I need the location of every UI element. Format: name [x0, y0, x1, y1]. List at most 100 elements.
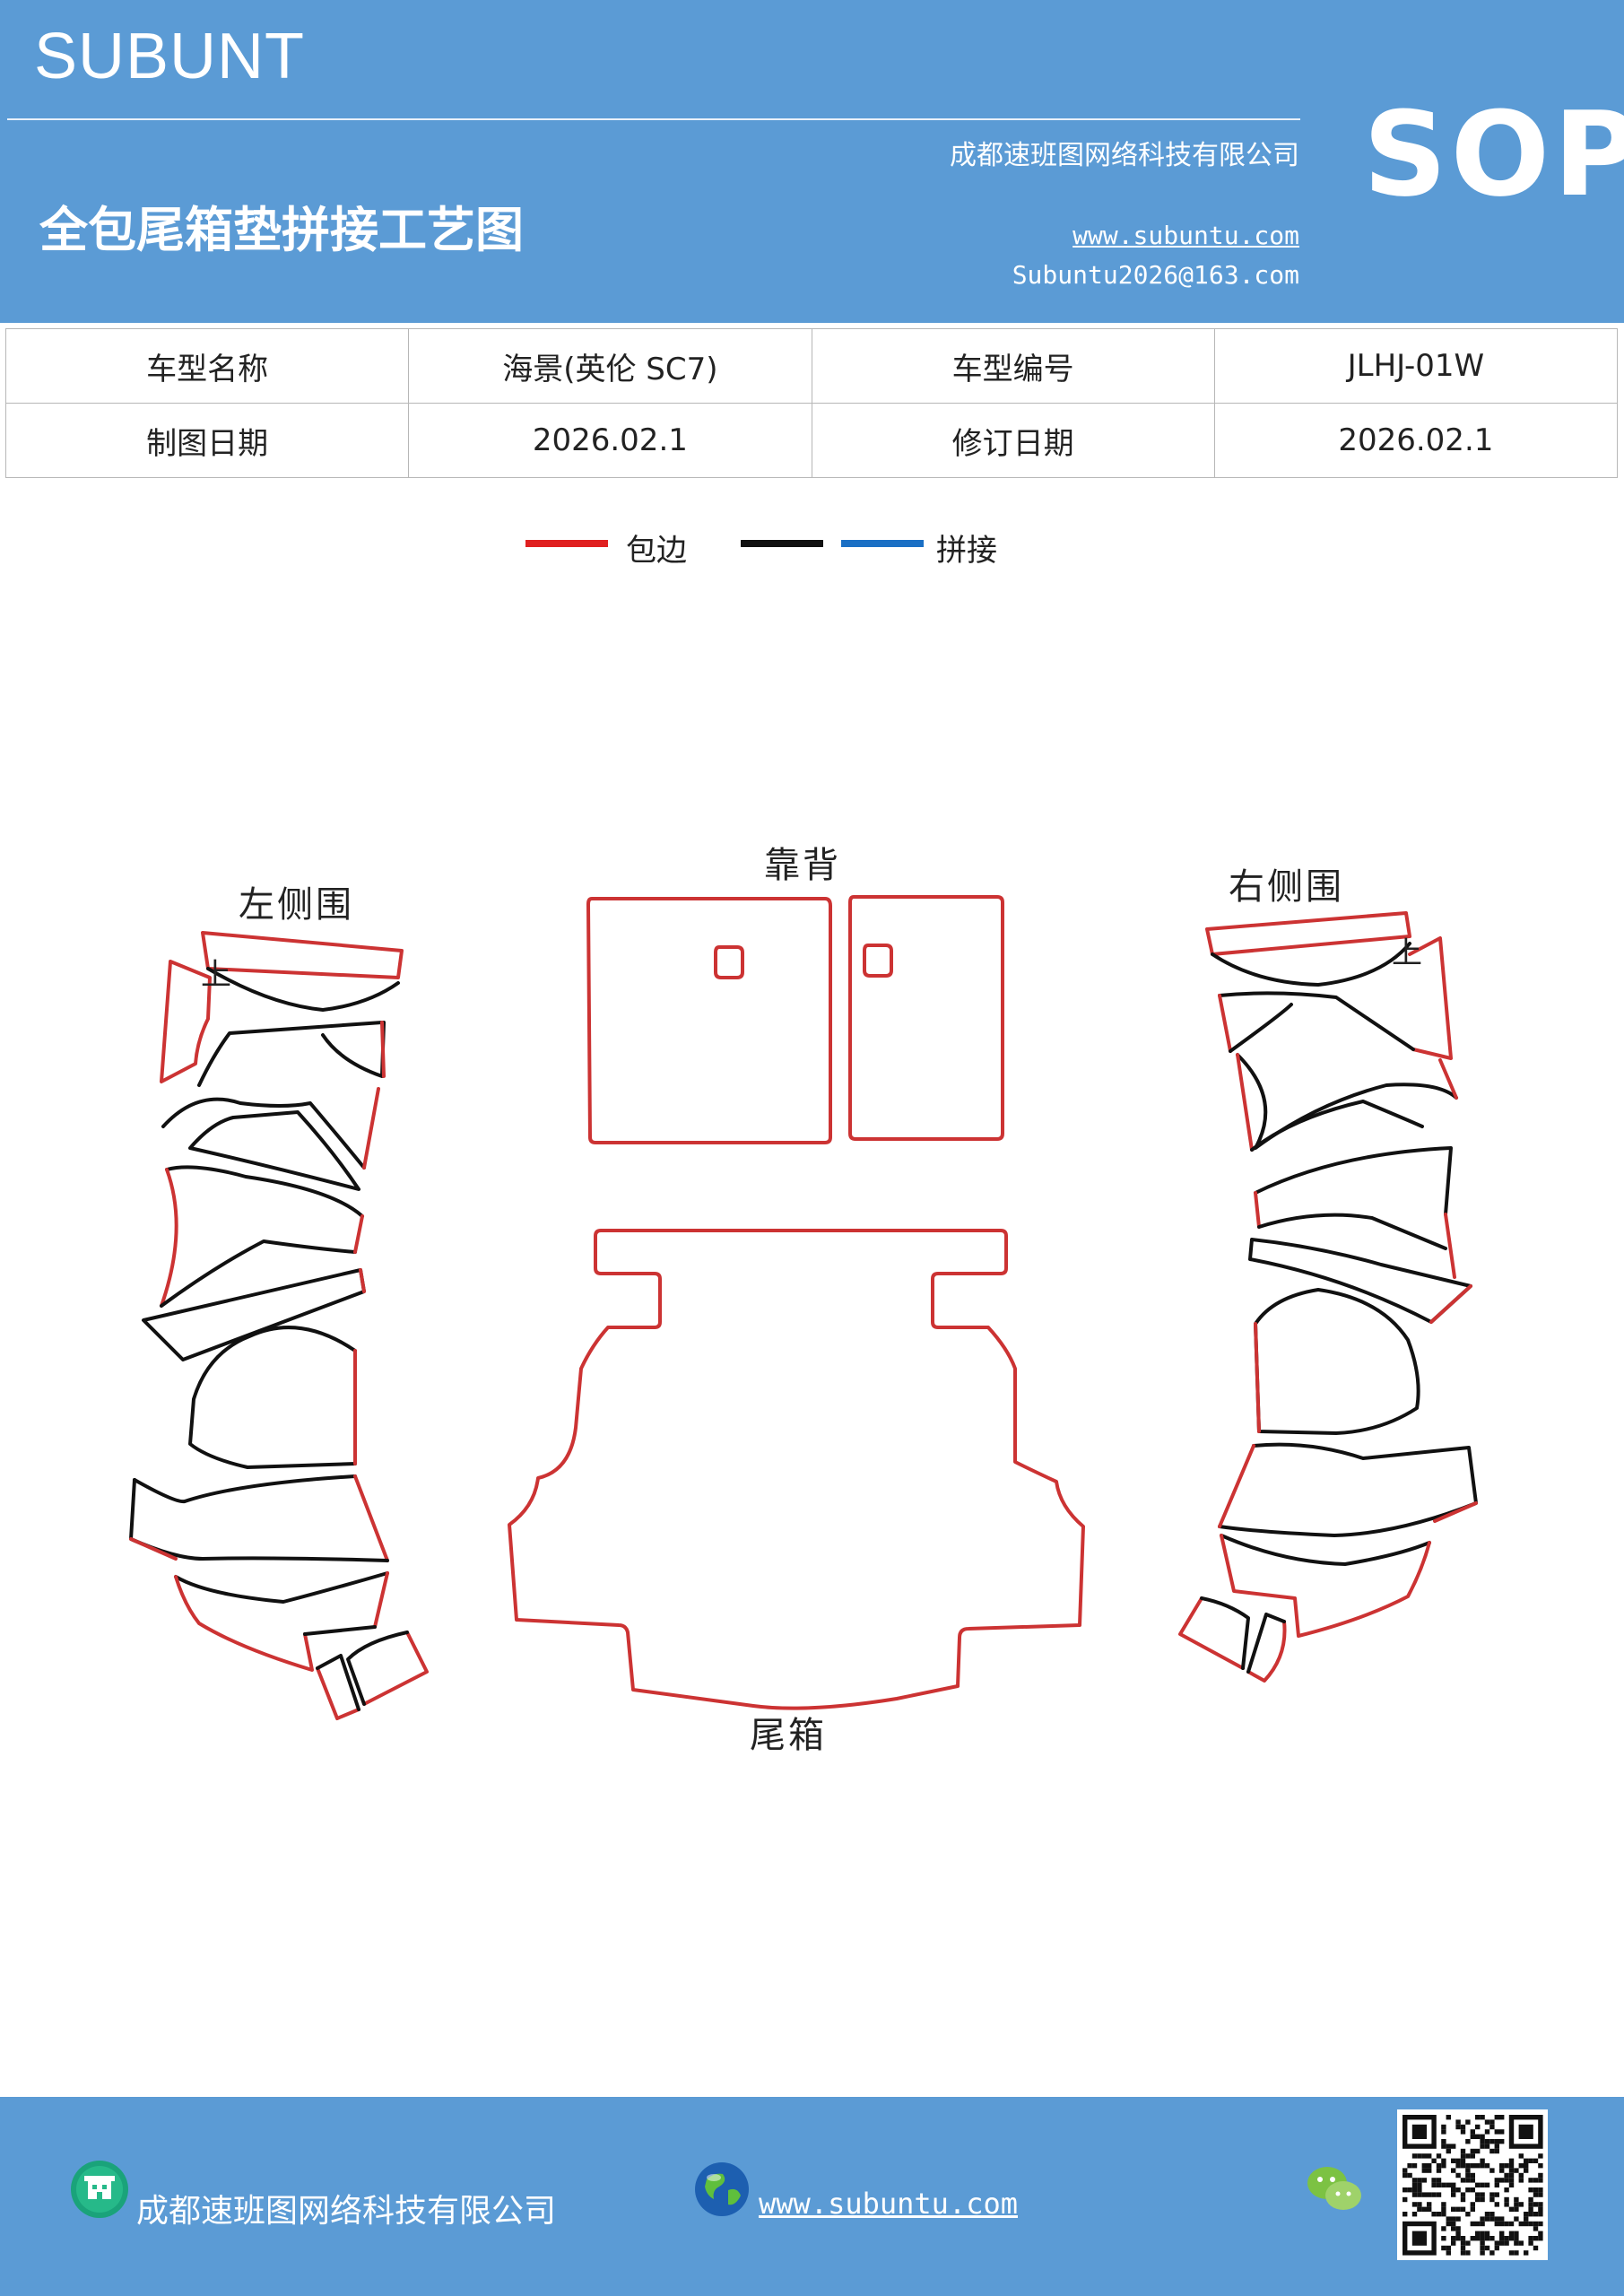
right-up-mark: 上 — [1392, 935, 1425, 971]
model-code-label: 车型编号 — [811, 328, 1215, 404]
legend-swatch-seam — [841, 540, 924, 547]
label-left-side: 左侧围 — [239, 884, 354, 926]
left-piece — [353, 1474, 389, 1562]
company-name: 成都速班图网络科技有限公司 — [950, 140, 1299, 171]
table-row: 制图日期 2026.02.1 修订日期 2026.02.1 — [4, 403, 1619, 478]
left-piece — [160, 1239, 357, 1308]
left-piece — [206, 967, 400, 1012]
left-piece — [160, 1168, 178, 1308]
backrest-left-panel — [586, 897, 832, 1144]
left-piece — [380, 1021, 386, 1078]
model-name-label: 车型名称 — [4, 328, 410, 404]
left-piece — [129, 1478, 389, 1562]
right-piece — [1236, 1053, 1254, 1152]
draw-date-value: 2026.02.1 — [408, 403, 812, 478]
right-piece — [1246, 1613, 1286, 1674]
right-piece — [1248, 1238, 1472, 1324]
left-piece — [353, 1214, 364, 1254]
right-piece — [1254, 1288, 1420, 1435]
legend-label-seam: 拼接 — [936, 533, 997, 569]
left-piece — [174, 1571, 389, 1604]
draw-date-label: 制图日期 — [4, 403, 410, 478]
right-piece — [1408, 936, 1453, 1060]
right-piece — [1444, 1213, 1456, 1279]
right-piece — [1246, 1620, 1287, 1683]
backrest-left-hole — [714, 945, 744, 979]
left-piece — [188, 1326, 357, 1469]
right-piece — [1200, 1596, 1250, 1670]
qr-code-image — [1403, 2115, 1543, 2256]
sop-badge: SOP — [1363, 86, 1624, 222]
left-piece — [362, 1631, 429, 1706]
right-piece — [1429, 1284, 1472, 1324]
left-piece — [316, 1654, 360, 1711]
qr-code — [1397, 2109, 1548, 2260]
left-piece — [142, 1268, 366, 1361]
right-piece — [1178, 1596, 1245, 1670]
model-code-value: JLHJ-01W — [1213, 328, 1619, 404]
header-divider — [7, 118, 1300, 120]
pattern-drawing: 上 上 左侧围 靠背 右侧围 尾箱 — [129, 845, 1478, 1756]
website-link[interactable]: www.subuntu.com — [1073, 221, 1299, 250]
right-piece — [1254, 1146, 1453, 1216]
right-piece — [1218, 1444, 1255, 1528]
right-side-pieces — [1178, 911, 1478, 1683]
legend-label-edge: 包边 — [626, 533, 687, 569]
left-piece — [303, 1625, 377, 1636]
brand-name: SUBUNT — [34, 21, 306, 92]
left-piece — [316, 1666, 360, 1720]
legend-swatch-black — [741, 540, 823, 547]
left-piece — [165, 1165, 364, 1218]
legend-swatch-edge — [525, 540, 608, 547]
right-piece — [1433, 1501, 1478, 1523]
header-banner: SUBUNT 成都速班图网络科技有限公司 全包尾箱垫拼接工艺图 www.subu… — [0, 0, 1624, 323]
label-right-side: 右侧围 — [1229, 866, 1344, 908]
revise-date-label: 修订日期 — [811, 403, 1215, 478]
left-piece — [188, 1110, 360, 1191]
trunk-floor-piece — [508, 1229, 1085, 1710]
model-name-value: 海景(英伦 SC7) — [408, 328, 812, 404]
right-piece — [1257, 1213, 1447, 1250]
right-piece — [1205, 911, 1411, 956]
right-piece — [1218, 994, 1232, 1053]
left-piece — [129, 1537, 178, 1561]
right-piece — [1438, 1058, 1458, 1100]
left-piece — [362, 1087, 380, 1170]
right-piece — [1236, 1053, 1458, 1150]
left-piece — [197, 1021, 384, 1087]
vehicle-info-table: 车型名称 海景(英伦 SC7) 车型编号 JLHJ-01W 制图日期 2026.… — [4, 328, 1619, 478]
right-piece — [1218, 991, 1415, 1051]
left-piece — [133, 1474, 357, 1504]
right-piece — [1218, 1442, 1478, 1537]
right-piece — [1220, 1534, 1431, 1566]
right-piece — [1229, 1003, 1293, 1053]
backrest-right-panel — [848, 895, 1004, 1141]
revise-date-value: 2026.02.1 — [1213, 403, 1619, 478]
left-piece — [321, 1021, 386, 1078]
left-piece — [346, 1631, 409, 1706]
backrest-pieces — [586, 895, 1004, 1144]
left-up-mark: 上 — [201, 957, 234, 993]
left-piece — [174, 1575, 314, 1672]
left-piece — [160, 960, 212, 1083]
left-piece — [161, 1097, 366, 1170]
left-piece — [201, 931, 404, 979]
table-row: 车型名称 海景(英伦 SC7) 车型编号 JLHJ-01W — [4, 328, 1619, 404]
right-piece — [1250, 1100, 1424, 1152]
left-piece — [373, 1571, 389, 1629]
label-trunk: 尾箱 — [750, 1715, 827, 1756]
email-address: Subuntu2026@163.com — [1012, 260, 1299, 290]
footer-banner: 成都速班图网络科技有限公司 www.subuntu.com — [0, 2097, 1624, 2296]
footer-website[interactable]: www.subuntu.com — [759, 2187, 1018, 2221]
right-piece — [1254, 1191, 1261, 1229]
left-side-pieces — [129, 931, 429, 1720]
globe-icon — [695, 2162, 749, 2216]
building-icon — [71, 2161, 128, 2218]
right-piece — [1254, 1322, 1261, 1433]
footer-company: 成都速班图网络科技有限公司 — [136, 2193, 557, 2230]
backrest-right-hole — [863, 944, 893, 978]
wechat-icon — [1307, 2167, 1361, 2210]
document-title: 全包尾箱垫拼接工艺图 — [39, 202, 524, 258]
right-piece — [1211, 942, 1411, 987]
right-piece — [1220, 1534, 1431, 1638]
